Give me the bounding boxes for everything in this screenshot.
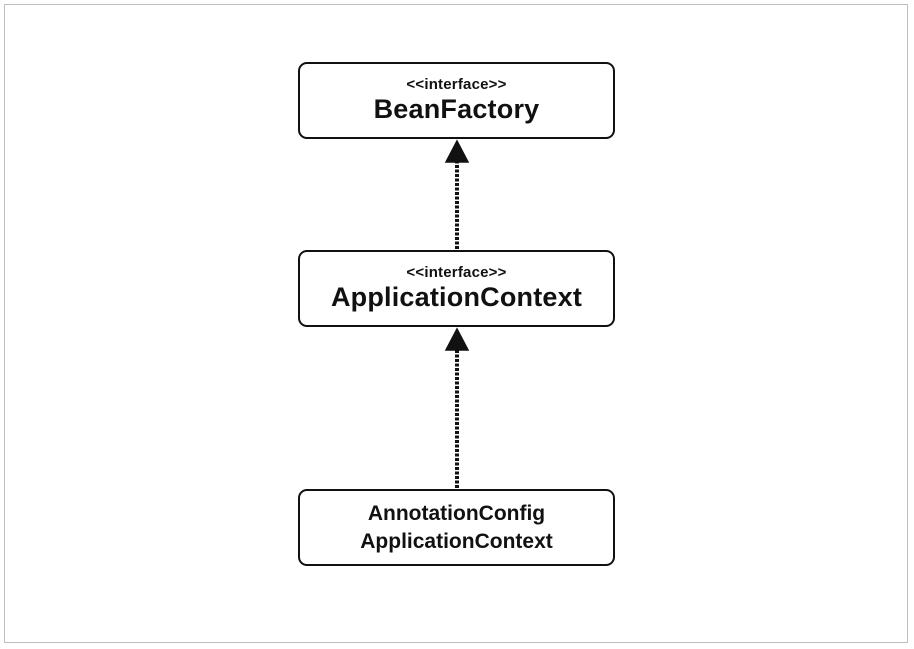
node-name: BeanFactory xyxy=(373,93,540,124)
node-beanfactory[interactable]: <<interface>> BeanFactory xyxy=(298,62,615,139)
node-stereotype: <<interface>> xyxy=(406,75,507,93)
node-annotationconfigapplicationcontext[interactable]: AnnotationConfig ApplicationContext xyxy=(298,489,615,566)
node-applicationcontext[interactable]: <<interface>> ApplicationContext xyxy=(298,250,615,327)
node-name-line-2: ApplicationContext xyxy=(360,529,553,553)
node-name: ApplicationContext xyxy=(330,281,583,312)
node-name-line-1: AnnotationConfig xyxy=(367,501,546,525)
node-stereotype: <<interface>> xyxy=(406,263,507,281)
